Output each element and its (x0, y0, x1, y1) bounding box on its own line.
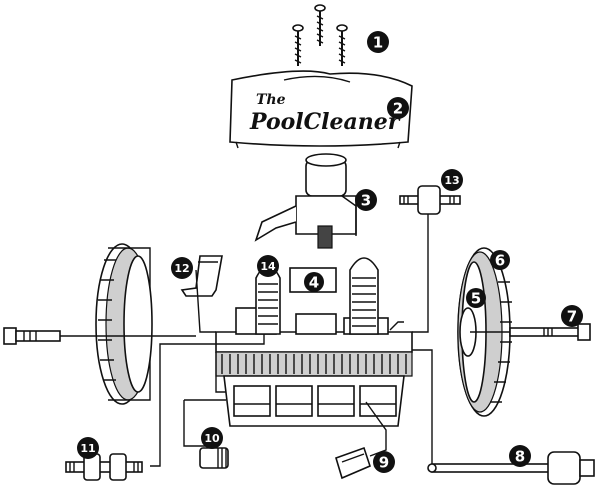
small-roller-13 (399, 185, 461, 215)
long-shaft (427, 451, 595, 485)
callout-4-label: 4 (309, 274, 319, 292)
callout-3-label: 3 (361, 192, 371, 210)
callout-12: 12 (171, 257, 193, 279)
callout-5: 5 (466, 288, 486, 308)
callout-13: 13 (441, 169, 463, 191)
leader-lines (60, 214, 510, 467)
callout-8-label: 8 (515, 448, 525, 466)
callout-10-label: 10 (204, 432, 220, 445)
brand-line-2: PoolCleaner (249, 109, 401, 135)
callout-8: 8 (509, 445, 531, 467)
clip (180, 255, 223, 297)
screws (292, 4, 348, 66)
callout-5-label: 5 (471, 290, 481, 308)
callout-10: 10 (201, 427, 223, 449)
callout-13-label: 13 (444, 174, 459, 187)
callout-9: 9 (373, 451, 395, 473)
callout-9-label: 9 (379, 454, 389, 472)
chassis (215, 267, 413, 427)
callout-2-label: 2 (393, 100, 403, 118)
inner-gear-right (349, 257, 379, 335)
callout-6: 6 (490, 250, 510, 270)
callout-7-label: 7 (567, 308, 577, 326)
callout-2: 2 (387, 97, 409, 119)
callout-6-label: 6 (495, 252, 505, 270)
swivel-adapter (254, 153, 357, 249)
callout-3: 3 (355, 189, 377, 211)
callout-14: 14 (257, 255, 279, 277)
small-shaft-11 (65, 453, 143, 481)
bushing-10 (199, 447, 229, 469)
brand-line-1: The (256, 92, 286, 108)
flap-9 (335, 446, 371, 480)
callout-14-label: 14 (260, 260, 276, 273)
callout-1-label: 1 (373, 34, 383, 52)
callout-1: 1 (367, 31, 389, 53)
callout-4: 4 (304, 272, 324, 292)
left-axle-bolt (3, 327, 61, 345)
callout-7: 7 (561, 305, 583, 327)
left-wheel (95, 243, 153, 405)
right-axle-bolt (509, 323, 591, 341)
callout-12-label: 12 (174, 262, 189, 275)
top-cover: The PoolCleaner (229, 70, 413, 149)
callout-11: 11 (77, 437, 99, 459)
callout-11-label: 11 (80, 442, 95, 455)
